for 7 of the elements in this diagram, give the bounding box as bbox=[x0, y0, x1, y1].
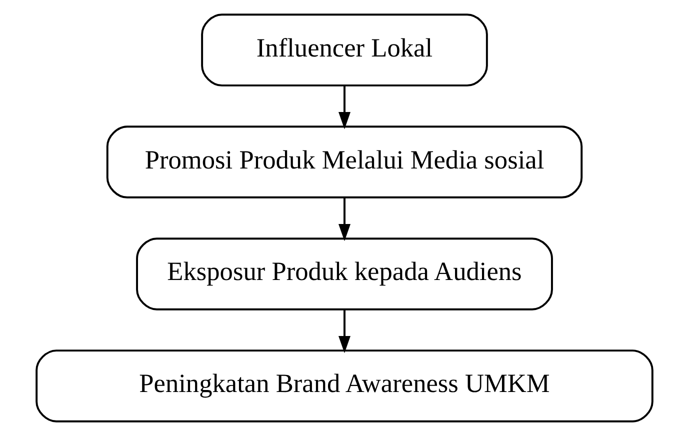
arrow bbox=[338, 85, 350, 130]
node-box: Peningkatan Brand Awareness UMKM bbox=[35, 350, 653, 422]
arrow bbox=[338, 309, 350, 354]
node-box: Promosi Produk Melalui Media sosial bbox=[106, 126, 582, 198]
node-box: Eksposur Produk kepada Audiens bbox=[136, 238, 552, 310]
arrow bbox=[338, 197, 350, 242]
node-box: Influencer Lokal bbox=[200, 14, 488, 86]
